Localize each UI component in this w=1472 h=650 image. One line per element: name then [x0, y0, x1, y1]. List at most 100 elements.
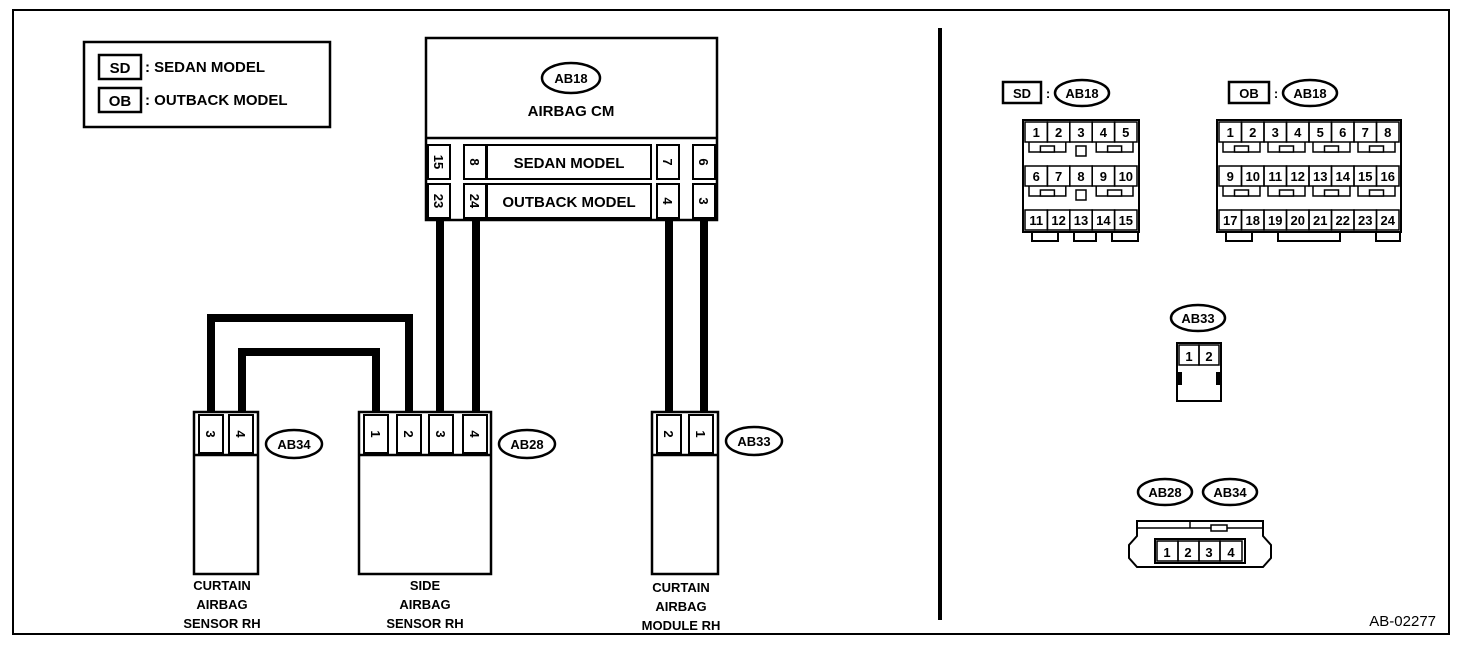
legend-box: [82, 40, 332, 129]
ab33-view: AB33 1 2: [1169, 303, 1227, 402]
connector-pin: 18: [1246, 213, 1260, 228]
airbag-cm-pin: 24: [467, 194, 482, 209]
legend-sd-badge: [97, 53, 143, 81]
connector-pin: 21: [1313, 213, 1327, 228]
connector-pin: 24: [1381, 213, 1396, 228]
curtain-module-pin: 2: [661, 430, 676, 437]
ab33-view-connector: AB33: [1181, 311, 1214, 326]
curtain-module-label: MODULE RH: [642, 618, 721, 633]
ab28-ab34-view-housing: [1128, 520, 1272, 568]
ab33-view-connector-badge: [1169, 303, 1227, 333]
airbag-cm-pin: 15: [431, 155, 446, 169]
curtain-sensor-label: AIRBAG: [196, 597, 247, 612]
connector-pin: 9: [1227, 169, 1234, 184]
curtain-airbag-sensor: 3 4 AB34 CURTAIN AIRBAG SENSOR RH: [183, 410, 324, 631]
connector-pin: 13: [1313, 169, 1327, 184]
curtain-sensor-label: SENSOR RH: [183, 616, 260, 631]
connector-pin: 17: [1223, 213, 1237, 228]
connector-pin: 15: [1358, 169, 1372, 184]
airbag-cm-pin: 8: [467, 158, 482, 165]
connector-pin: 4: [1100, 125, 1108, 140]
curtain-module-connector: AB33: [737, 434, 770, 449]
connector-pin: 3: [1077, 125, 1084, 140]
connector-pin: 12: [1051, 213, 1065, 228]
connector-pin: 12: [1291, 169, 1305, 184]
ob-view-connector: AB18: [1293, 86, 1326, 101]
curtain-module-label: CURTAIN: [652, 580, 710, 595]
airbag-cm-pin: 3: [696, 197, 711, 204]
ab34-view-connector: AB34: [1213, 485, 1247, 500]
airbag-cm-pin: 7: [660, 158, 675, 165]
legend-ob-code: OB: [109, 93, 132, 110]
ab28-ab34-view-pin: 4: [1227, 545, 1235, 560]
diagram-frame: [12, 9, 1450, 635]
ab34-view-connector-badge: [1201, 477, 1259, 507]
side-airbag-sensor: 1 2 3 4 AB28 SIDE AIRBAG SENSOR RH: [357, 410, 557, 631]
figure-id: AB-02277: [1369, 613, 1436, 630]
ob-view-code: OB: [1239, 86, 1259, 101]
ab33-view-pin: 1: [1185, 349, 1192, 364]
connector-pin: 16: [1381, 169, 1395, 184]
legend-sd-label: : SEDAN MODEL: [145, 59, 265, 76]
connector-pin: 23: [1358, 213, 1372, 228]
side-sensor-pin: 2: [401, 430, 416, 437]
side-sensor-connector: AB28: [510, 437, 543, 452]
ab28-view-connector-badge: [1136, 477, 1194, 507]
airbag-cm-body: [424, 36, 719, 222]
connector-pin: 7: [1055, 169, 1062, 184]
connector-pin: 5: [1317, 125, 1324, 140]
connector-pin: 8: [1077, 169, 1084, 184]
side-sensor-pin: 1: [368, 430, 383, 437]
ab28-view-connector: AB28: [1148, 485, 1181, 500]
airbag-cm-unit: AB18 AIRBAG CM SEDAN MODEL OUTBACK MODEL…: [424, 36, 719, 222]
connector-pin: 19: [1268, 213, 1282, 228]
connector-pin: 11: [1268, 169, 1282, 184]
airbag-cm-pin: 23: [431, 194, 446, 208]
connector-pin: 2: [1249, 125, 1256, 140]
connector-pin: 10: [1119, 169, 1133, 184]
side-sensor-pin: 3: [433, 430, 448, 437]
connector-pin: 11: [1029, 213, 1043, 228]
side-sensor-pin: 4: [467, 430, 482, 438]
curtain-module-connector-badge: [724, 425, 784, 457]
ab28-ab34-view-pin: 3: [1205, 545, 1212, 560]
curtain-module-body: [650, 410, 720, 576]
airbag-cm-pin: 4: [660, 197, 675, 205]
sd-view-badge: [1001, 80, 1043, 105]
wire-ab34-4-to-ab28-1: [238, 348, 380, 412]
airbag-cm-connector-badge: [540, 61, 602, 95]
airbag-cm-connector: AB18: [554, 71, 587, 86]
sd-view-connector: AB18: [1065, 86, 1098, 101]
connector-pin: 7: [1362, 125, 1369, 140]
connector-pin: 10: [1246, 169, 1260, 184]
side-sensor-label: AIRBAG: [399, 597, 450, 612]
airbag-cm-pin: 6: [696, 158, 711, 165]
curtain-sensor-pin: 4: [233, 430, 248, 438]
connector-pin: 15: [1119, 213, 1133, 228]
curtain-module-label: AIRBAG: [655, 599, 706, 614]
ob-view-badge: [1227, 80, 1271, 105]
side-sensor-connector-badge: [497, 428, 557, 460]
curtain-airbag-module: 2 1 AB33 CURTAIN AIRBAG MODULE RH: [642, 410, 784, 633]
connector-pin: 3: [1272, 125, 1279, 140]
legend: SD : SEDAN MODEL OB : OUTBACK MODEL: [82, 40, 332, 129]
curtain-sensor-connector-badge: [264, 428, 324, 460]
sd-view-sep: :: [1046, 86, 1050, 101]
connector-pin: 6: [1339, 125, 1346, 140]
connector-pin: 9: [1100, 169, 1107, 184]
connector-pin: 1: [1033, 125, 1040, 140]
airbag-cm-sedan-row-label: SEDAN MODEL: [514, 155, 625, 172]
ab28-ab34-view-pin: 1: [1163, 545, 1170, 560]
legend-sd-code: SD: [110, 60, 131, 77]
ab28-ab34-view: AB28 AB34 1 2 3 4: [1128, 477, 1272, 568]
ab28-ab34-view-pin: 2: [1184, 545, 1191, 560]
curtain-sensor-body: [192, 410, 260, 576]
legend-ob-badge: [97, 86, 143, 114]
connector-pin: 20: [1291, 213, 1305, 228]
connector-pin: 14: [1096, 213, 1111, 228]
